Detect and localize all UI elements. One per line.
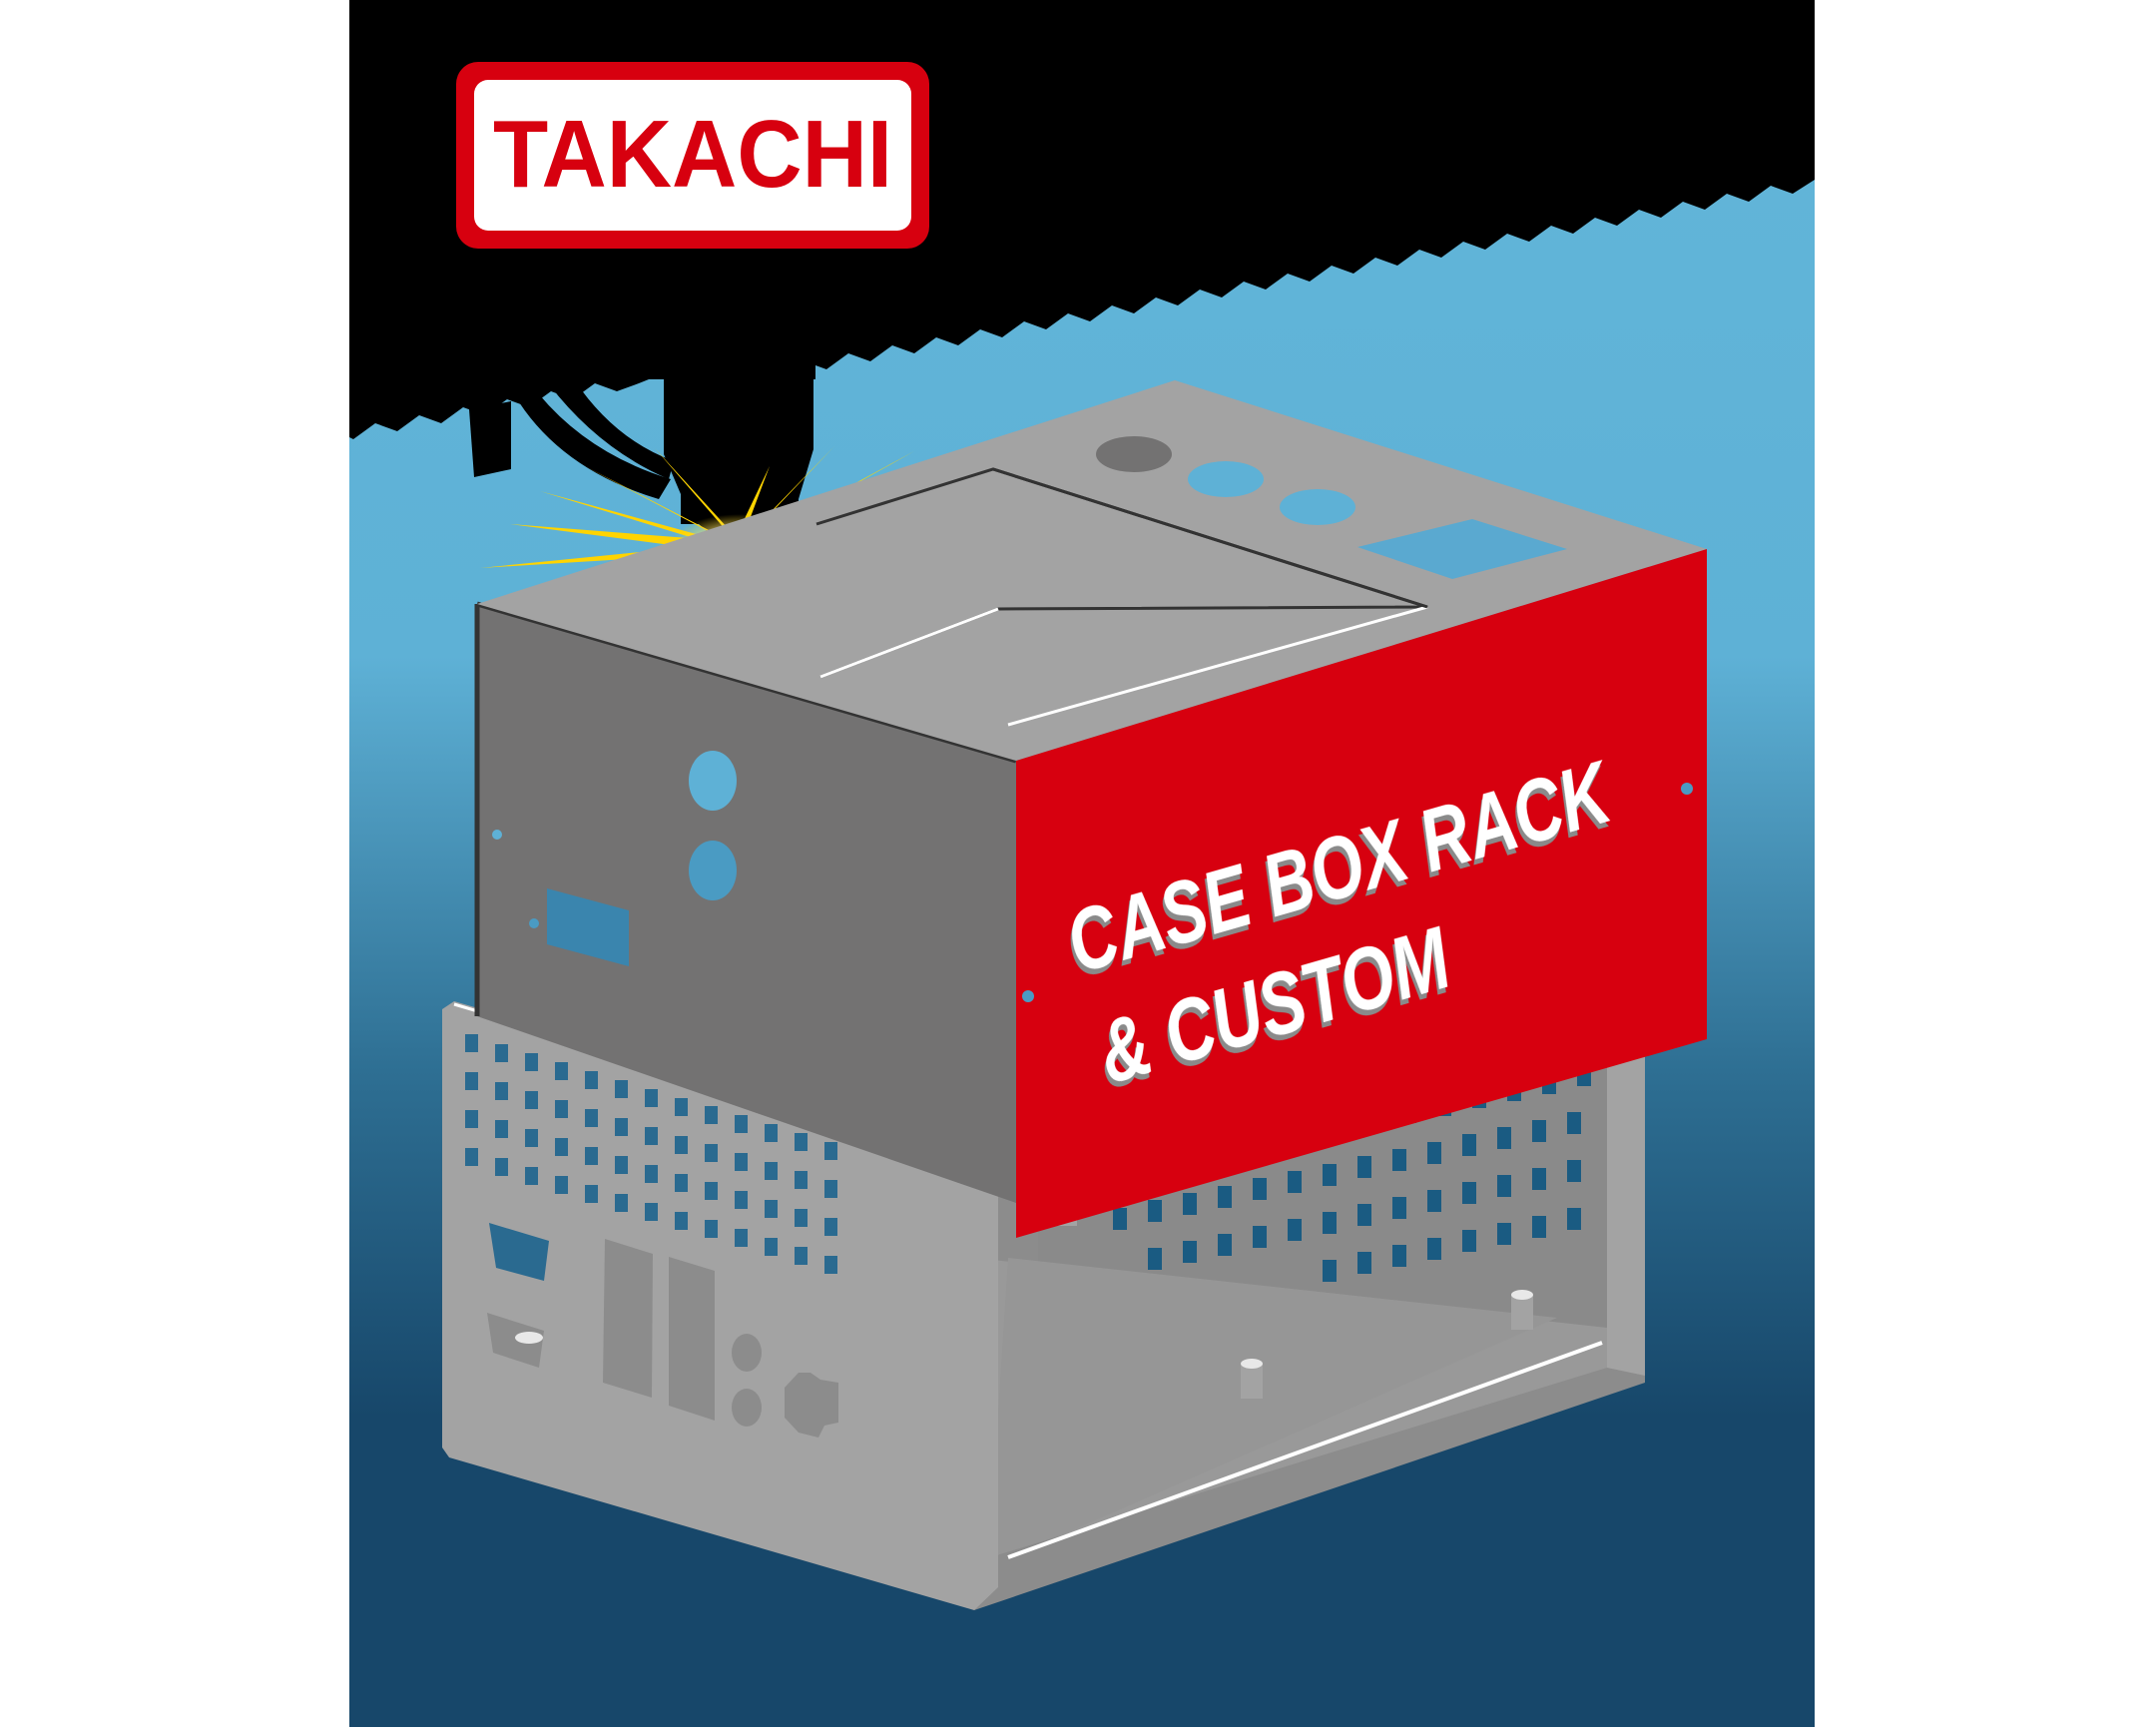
side-hole [689,751,737,811]
vent-holes-front [465,1034,837,1274]
front-cutouts [487,1223,838,1438]
side-hole [689,841,737,900]
brand-logo: TAKACHI [456,62,929,249]
upper-cover [474,380,1707,1203]
brand-name: TAKACHI [493,101,892,208]
red-front-panel: CASE BOX RACK & CUSTOM [1016,549,1707,1238]
